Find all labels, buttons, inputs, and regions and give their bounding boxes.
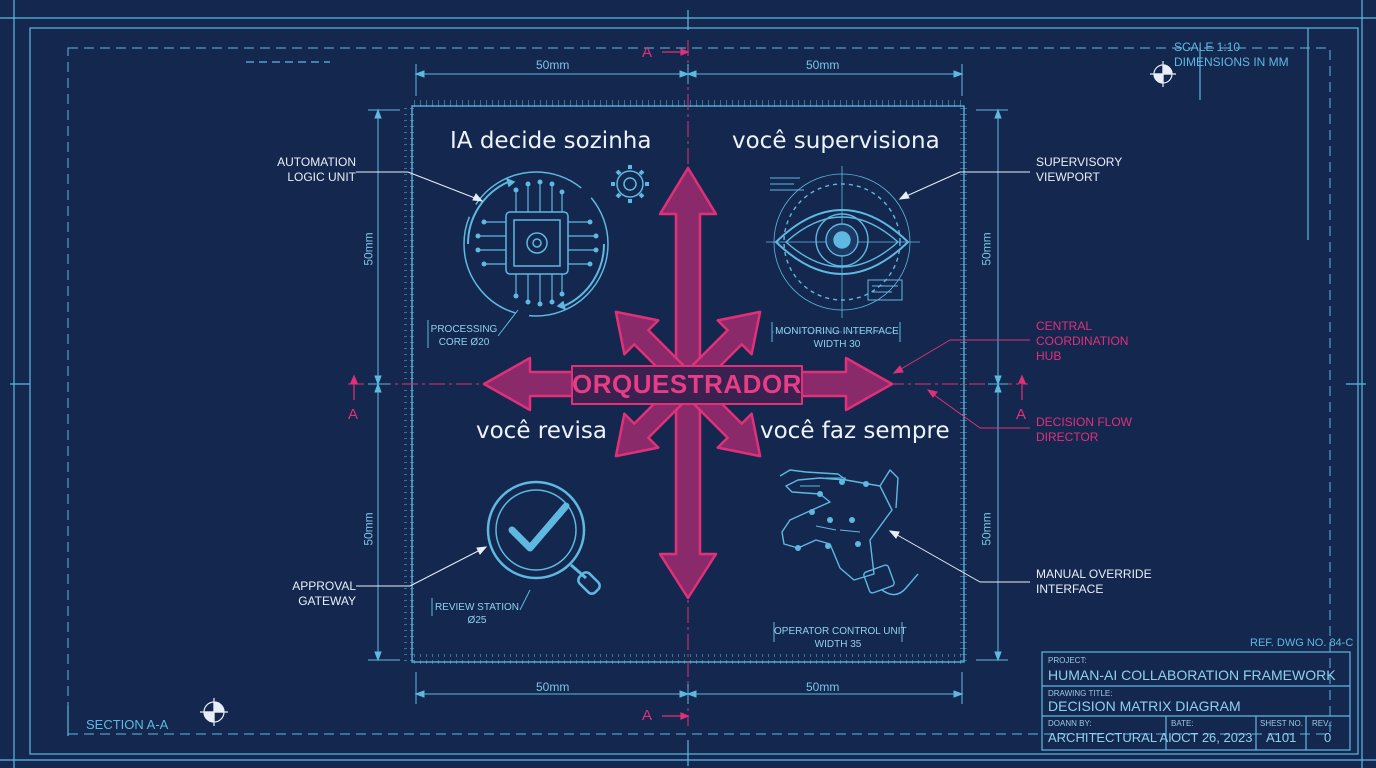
section-marker-top: A xyxy=(642,44,653,61)
scale-line-2: DIMENSIONS IN MM xyxy=(1174,55,1289,69)
callout-line: COORDINATION xyxy=(1036,334,1129,348)
section-marker-bottom: A xyxy=(642,707,653,724)
title-block-frame xyxy=(1041,651,1351,751)
callout-line: INTERFACE xyxy=(1036,582,1104,596)
gear-icon xyxy=(611,165,649,203)
robotic-hand-icon xyxy=(779,469,919,596)
sublabel-brackets xyxy=(427,309,903,642)
callout-decision-flow-director: DECISION FLOW DIRECTOR xyxy=(1036,415,1132,445)
sublabel-line: PROCESSING xyxy=(430,324,498,335)
callout-line: HUB xyxy=(1036,349,1062,363)
callout-line: MANUAL OVERRIDE xyxy=(1036,567,1152,581)
callout-line: DIRECTOR xyxy=(1036,430,1099,444)
callout-line: DECISION FLOW xyxy=(1036,415,1133,429)
tb-project: HUMAN-AI COLLABORATION FRAMEWORK xyxy=(1048,667,1336,683)
quadrant-top-right-title: você supervisiona xyxy=(732,128,940,154)
section-label: SECTION A-A xyxy=(86,717,169,732)
tb-drawn-label: DOANN BY: xyxy=(1048,719,1092,728)
processor-chip-icon xyxy=(463,171,609,317)
callout-line: VIEWPORT xyxy=(1036,170,1100,184)
orchestrator-arrows xyxy=(482,166,894,600)
callout-central-coordination-hub: CENTRAL COORDINATION HUB xyxy=(1036,319,1128,364)
section-arrows xyxy=(350,48,1026,720)
dimension-lines xyxy=(368,64,1008,704)
eye-icon xyxy=(766,166,920,318)
hub-leaders xyxy=(892,339,1030,429)
sublabel-review-station: REVIEW STATION Ø25 xyxy=(432,601,522,627)
callout-line: CENTRAL xyxy=(1036,319,1093,333)
dim-left-bottom: 50mm xyxy=(361,512,376,546)
sublabel-line: OPERATOR CONTROL UNIT xyxy=(774,626,907,637)
callout-line: GATEWAY xyxy=(298,594,356,608)
dim-left-top: 50mm xyxy=(361,232,376,266)
sublabel-line: CORE Ø20 xyxy=(438,337,490,348)
tb-sheet-label: SHEST NO. xyxy=(1260,719,1303,728)
callout-line: LOGIC UNIT xyxy=(287,170,356,184)
dim-right-bottom: 50mm xyxy=(979,512,994,546)
sublabel-line: WIDTH 35 xyxy=(814,639,862,650)
dim-top-right: 50mm xyxy=(806,58,840,72)
callout-automation-logic-unit: AUTOMATION LOGIC UNIT xyxy=(262,155,356,185)
callout-line: SUPERVISORY xyxy=(1036,155,1123,169)
sublabel-line: REVIEW STATION xyxy=(434,602,520,613)
section-marker-right: A xyxy=(1016,406,1027,423)
tb-drawing: DECISION MATRIX DIAGRAM xyxy=(1048,698,1241,714)
callout-manual-override-interface: MANUAL OVERRIDE INTERFACE xyxy=(1036,567,1152,597)
tb-project-label: PROJECT: xyxy=(1048,656,1087,665)
sublabel-line: MONITORING INTERFACE xyxy=(775,326,899,337)
quadrant-top-left-title: IA decide sozinha xyxy=(450,128,652,154)
review-check-icon xyxy=(486,480,601,595)
tb-date: OCT 26, 2023 xyxy=(1171,730,1253,745)
callout-line: AUTOMATION xyxy=(277,155,356,169)
dim-right-top: 50mm xyxy=(979,232,994,266)
sublabel-monitoring-interface: MONITORING INTERFACE WIDTH 30 xyxy=(774,325,900,351)
callout-leaders xyxy=(356,171,1030,587)
sublabel-line: WIDTH 30 xyxy=(813,339,861,350)
dim-top-left: 50mm xyxy=(536,58,570,72)
tb-rev-label: REV.: xyxy=(1312,719,1333,728)
quadrant-bottom-right-title: você faz sempre xyxy=(760,418,950,444)
sublabel-operator-control-unit: OPERATOR CONTROL UNIT WIDTH 35 xyxy=(774,625,907,651)
callout-supervisory-viewport: SUPERVISORY VIEWPORT xyxy=(1036,155,1122,185)
dim-bottom-left: 50mm xyxy=(536,680,570,694)
orchestrator-label: ORQUESTRADOR xyxy=(572,369,802,399)
reference-drawing: REF. DWG NO. 84-C xyxy=(1250,637,1354,649)
sublabel-line: Ø25 xyxy=(467,615,487,626)
tb-drawn: ARCHITECTURAL AI xyxy=(1048,730,1172,745)
tb-rev: 0 xyxy=(1324,730,1332,745)
tb-date-label: BATE: xyxy=(1171,719,1194,728)
tb-drawing-label: DRAWING TITLE: xyxy=(1048,689,1113,698)
scale-line-1: SCALE 1:10 xyxy=(1174,40,1241,54)
tb-sheet: A101 xyxy=(1266,730,1297,745)
scale-note: SCALE 1:10 DIMENSIONS IN MM xyxy=(1174,40,1289,70)
registration-marks xyxy=(200,61,1176,726)
callout-line: APPROVAL xyxy=(292,579,356,593)
dim-bottom-right: 50mm xyxy=(806,680,840,694)
section-marker-left: A xyxy=(348,406,359,423)
sublabel-processing-core: PROCESSING CORE Ø20 xyxy=(426,323,502,349)
callout-approval-gateway: APPROVAL GATEWAY xyxy=(262,579,356,609)
quadrant-bottom-left-title: você revisa xyxy=(476,418,607,444)
